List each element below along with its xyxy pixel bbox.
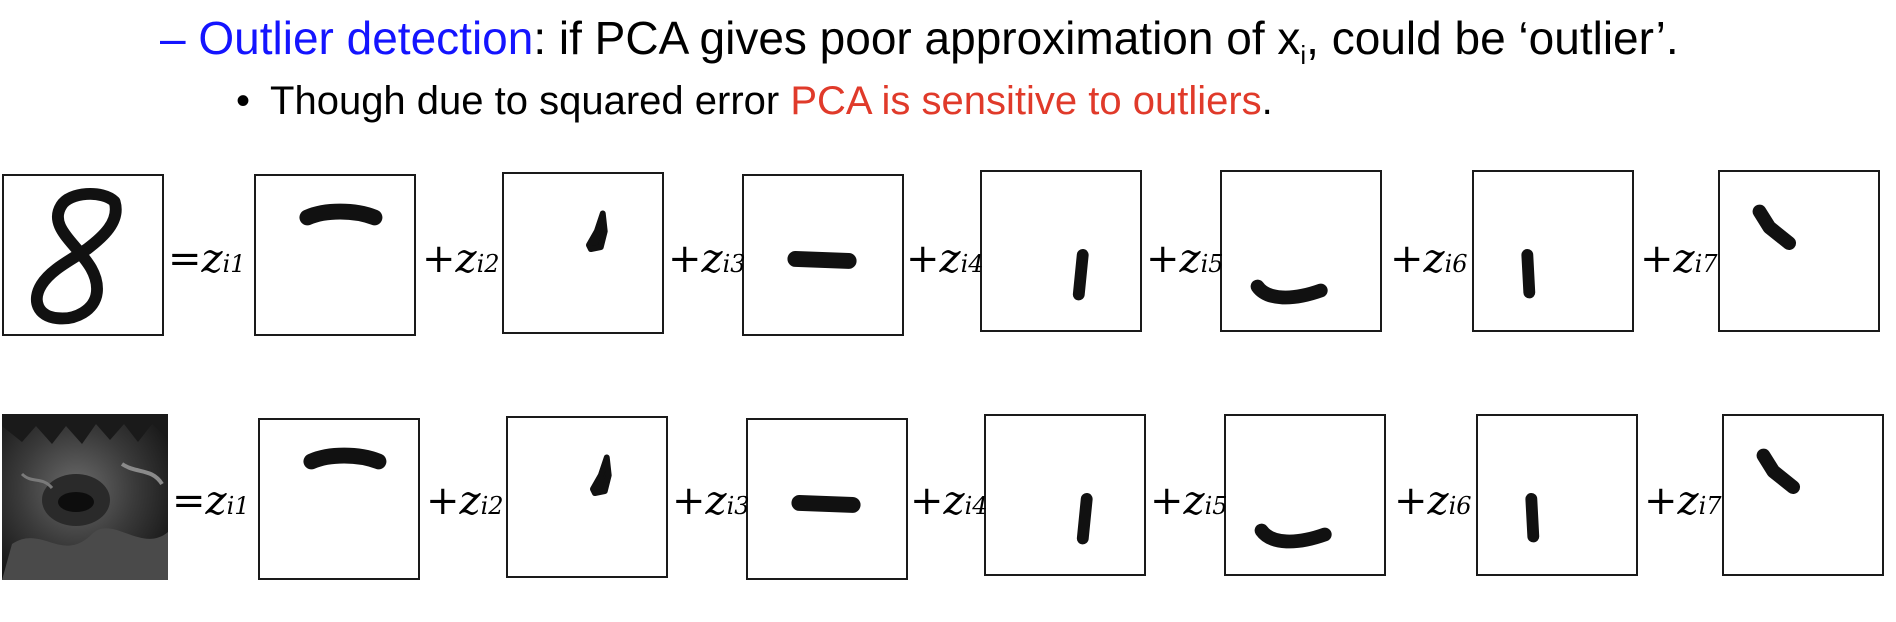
coef-row1-5: +zi5 bbox=[1146, 236, 1224, 282]
coef-row1-4: +zi4 bbox=[906, 236, 984, 282]
component-image-1-row2 bbox=[258, 418, 420, 580]
component-image-5 bbox=[1220, 170, 1382, 332]
line2-text-b: . bbox=[1261, 79, 1273, 123]
coef-row1-7: +zi7 bbox=[1640, 236, 1718, 282]
component-image-5-row2 bbox=[1224, 414, 1386, 576]
coef-row2-6: +zi6 bbox=[1394, 478, 1472, 524]
component-image-2 bbox=[502, 172, 664, 334]
bullet-sensitivity: • Though due to squared error PCA is sens… bbox=[236, 76, 1273, 126]
coef-row2-1: =zi1 bbox=[172, 478, 250, 524]
component-image-3 bbox=[742, 174, 904, 336]
sensitivity-highlight: PCA is sensitive to outliers bbox=[790, 79, 1262, 123]
component-image-6 bbox=[1472, 170, 1634, 332]
coef-row2-3: +zi3 bbox=[672, 478, 750, 524]
coef-row1-6: +zi6 bbox=[1390, 236, 1468, 282]
coef-row2-5: +zi5 bbox=[1150, 478, 1228, 524]
digit-eight-svg bbox=[31, 187, 122, 325]
input-outlier-photo bbox=[2, 414, 168, 580]
coef-row2-7: +zi7 bbox=[1644, 478, 1722, 524]
component-image-4-row2 bbox=[984, 414, 1146, 576]
component-image-3-row2 bbox=[746, 418, 908, 580]
coef-row1-3: +zi3 bbox=[668, 236, 746, 282]
coef-row1-2: +zi2 bbox=[422, 236, 500, 282]
component-image-6-row2 bbox=[1476, 414, 1638, 576]
outlier-detection-term: Outlier detection bbox=[198, 12, 534, 64]
component-image-2-row2 bbox=[506, 416, 668, 578]
component-image-7 bbox=[1718, 170, 1880, 332]
bullet-dot: • bbox=[236, 79, 251, 123]
component-image-7-row2 bbox=[1722, 414, 1884, 576]
bullet-outlier-detection: – Outlier detection: if PCA gives poor a… bbox=[160, 10, 1679, 83]
component-image-1 bbox=[254, 174, 416, 336]
coef-row1-1: =zi1 bbox=[168, 236, 246, 282]
line1-subscript: i bbox=[1300, 40, 1307, 70]
outlier-photo-svg bbox=[2, 414, 168, 580]
line1-text-b: , could be ‘outlier’. bbox=[1306, 12, 1679, 64]
component-image-4 bbox=[980, 170, 1142, 332]
input-digit-eight-image bbox=[2, 174, 164, 336]
dash-marker: – bbox=[160, 12, 186, 64]
line1-text-a: : if PCA gives poor approximation of x bbox=[533, 12, 1301, 64]
coef-row2-2: +zi2 bbox=[426, 478, 504, 524]
coef-row2-4: +zi4 bbox=[910, 478, 988, 524]
line2-text-a: Though due to squared error bbox=[270, 79, 791, 123]
